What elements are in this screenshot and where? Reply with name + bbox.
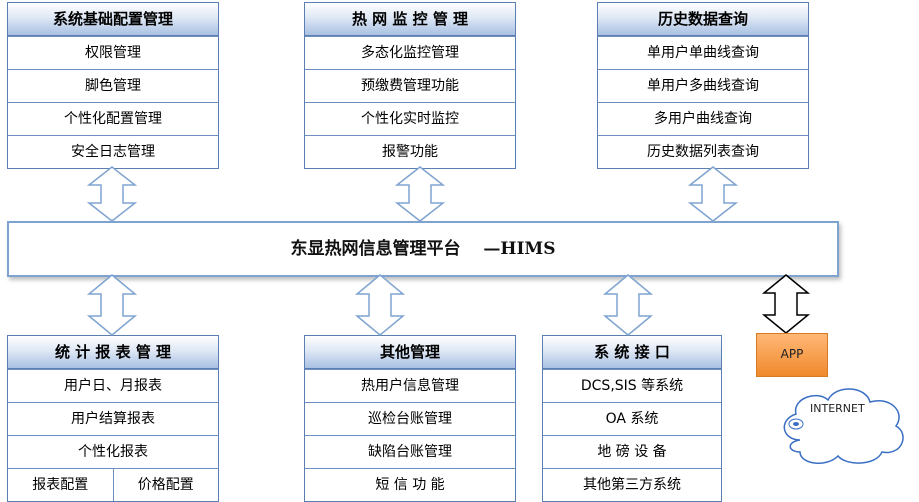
double-arrow-icon [86, 274, 138, 336]
module-item: 权限管理 [8, 36, 218, 69]
module-item: 历史数据列表查询 [598, 135, 808, 168]
module-history-query: 历史数据查询 单用户单曲线查询 单用户多曲线查询 多用户曲线查询 历史数据列表查… [597, 2, 809, 169]
module-title: 系统基础配置管理 [8, 3, 218, 36]
module-item: 个性化报表 [8, 435, 218, 468]
module-heat-network-monitoring: 热 网 监 控 管 理 多态化监控管理 预缴费管理功能 个性化实时监控 报警功能 [304, 2, 516, 169]
module-item: 预缴费管理功能 [305, 69, 515, 102]
module-item: 脚色管理 [8, 69, 218, 102]
module-statistics-reports: 统 计 报 表 管 理 用户日、月报表 用户结算报表 个性化报表 报表配置 价格… [7, 335, 219, 502]
module-title: 系 统 接 口 [543, 336, 721, 369]
module-item: 其他第三方系统 [543, 468, 721, 501]
module-item: 价格配置 [112, 469, 219, 501]
module-item: 多态化监控管理 [305, 36, 515, 69]
module-split-row: 报表配置 价格配置 [8, 468, 218, 501]
module-item: 短 信 功 能 [305, 468, 515, 501]
double-arrow-icon [394, 166, 446, 222]
module-item: 安全日志管理 [8, 135, 218, 168]
app-node: APP [756, 333, 828, 377]
module-item: 热用户信息管理 [305, 369, 515, 402]
module-item: 个性化实时监控 [305, 102, 515, 135]
double-arrow-icon [761, 274, 811, 334]
module-item: 多用户曲线查询 [598, 102, 808, 135]
internet-label: INTERNET [810, 402, 865, 415]
module-item: 个性化配置管理 [8, 102, 218, 135]
module-item: DCS,SIS 等系统 [543, 369, 721, 402]
module-item: 单用户多曲线查询 [598, 69, 808, 102]
module-title: 历史数据查询 [598, 3, 808, 36]
module-item: 用户日、月报表 [8, 369, 218, 402]
module-title: 其他管理 [305, 336, 515, 369]
module-item: 地 磅 设 备 [543, 435, 721, 468]
module-item: 报表配置 [32, 477, 89, 493]
module-title: 统 计 报 表 管 理 [8, 336, 218, 369]
double-arrow-icon [86, 166, 138, 222]
module-item: OA 系统 [543, 402, 721, 435]
cloud-icon [783, 388, 904, 464]
double-arrow-icon [687, 166, 739, 222]
double-arrow-icon [602, 274, 654, 336]
platform-banner: 东显热网信息管理平台 —HIMS [7, 221, 839, 277]
module-item: 用户结算报表 [8, 402, 218, 435]
module-item: 缺陷台账管理 [305, 435, 515, 468]
module-system-interface: 系 统 接 口 DCS,SIS 等系统 OA 系统 地 磅 设 备 其他第三方系… [542, 335, 722, 502]
module-item: 巡检台账管理 [305, 402, 515, 435]
module-system-config: 系统基础配置管理 权限管理 脚色管理 个性化配置管理 安全日志管理 [7, 2, 219, 169]
module-title: 热 网 监 控 管 理 [305, 3, 515, 36]
module-item: 单用户单曲线查询 [598, 36, 808, 69]
module-other-management: 其他管理 热用户信息管理 巡检台账管理 缺陷台账管理 短 信 功 能 [304, 335, 516, 502]
module-item: 报警功能 [305, 135, 515, 168]
double-arrow-icon [354, 274, 406, 336]
